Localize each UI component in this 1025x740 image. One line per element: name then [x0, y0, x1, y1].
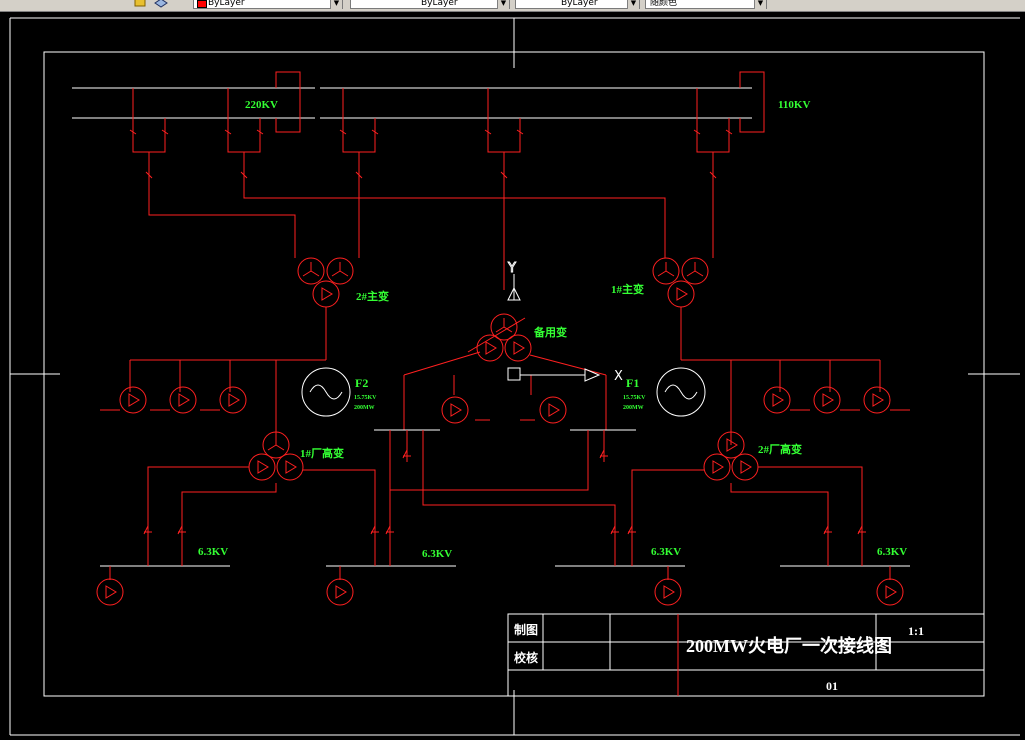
generator-f1[interactable]: [656, 367, 706, 417]
generator-f1-kv: 15.75KV: [623, 395, 646, 401]
bus-6kv-1[interactable]: [96, 548, 230, 606]
generator-bus-right: [681, 359, 910, 445]
linetype-combo[interactable]: ByLayer ▼: [350, 0, 510, 9]
standby-aux-right[interactable]: [539, 396, 567, 424]
layer-state-icon[interactable]: [134, 0, 148, 9]
aux-transformer-2-label: 2#厂高变: [758, 442, 802, 456]
generator-f1-label: F1: [626, 376, 639, 390]
standby-transformer-label: 备用变: [533, 325, 567, 339]
drawing-canvas[interactable]: 220KV 110KV 2#主变 1#主变: [0, 11, 1025, 740]
bus-6kv-2-label: 6.3KV: [422, 548, 452, 560]
generator-f2-kv: 15.75KV: [354, 395, 377, 401]
aux-transformer-1-label: 1#厂高变: [300, 446, 344, 460]
checked-by-label: 校核: [514, 650, 538, 665]
bus-6kv-3[interactable]: [555, 548, 685, 606]
aux-transformer-2[interactable]: [631, 431, 863, 548]
chevron-down-icon: ▼: [330, 0, 342, 9]
main-transformer-1[interactable]: [652, 257, 709, 360]
y-axis-marker: Y: [507, 261, 516, 276]
chevron-down-icon: ▼: [497, 0, 509, 9]
chevron-down-icon: ▼: [754, 0, 766, 9]
x-axis-marker: X: [614, 369, 623, 384]
scale-value: 1:1: [908, 624, 924, 638]
bus-110-label: 110KV: [778, 99, 810, 111]
bus-6kv-4[interactable]: [780, 548, 910, 606]
generator-f1-mw: 200MW: [623, 405, 644, 411]
title-block: [507, 613, 985, 697]
main-transformer-2[interactable]: [297, 257, 354, 360]
standby-transformer[interactable]: [403, 274, 607, 430]
color-swatch-icon: [197, 0, 207, 8]
plotstyle-combo[interactable]: 随颜色 ▼: [645, 0, 767, 9]
lineweight-combo[interactable]: ByLayer ▼: [515, 0, 640, 9]
bus-110kv[interactable]: [320, 87, 752, 119]
layers-icon[interactable]: [154, 0, 168, 9]
transformer-2-label: 2#主变: [356, 289, 389, 303]
bus-220-label: 220KV: [245, 99, 278, 111]
bus-6kv-3-label: 6.3KV: [651, 546, 681, 558]
bus-6kv-2[interactable]: [326, 548, 456, 606]
transformer-1-label: 1#主变: [611, 282, 644, 296]
color-combo[interactable]: ByLayer ▼: [193, 0, 343, 9]
bus-220kv[interactable]: [72, 87, 315, 119]
bus-6kv-1-label: 6.3KV: [198, 546, 228, 558]
feeder-bays: [129, 88, 733, 290]
sheet-number: 01: [826, 679, 838, 693]
generator-f2-mw: 200MW: [354, 405, 375, 411]
generator-bus-left: [100, 359, 326, 445]
generator-f2[interactable]: [301, 367, 351, 417]
bus-6kv-4-label: 6.3KV: [877, 546, 907, 558]
generator-f2-label: F2: [355, 376, 368, 390]
standby-aux-left[interactable]: [441, 396, 469, 424]
drawing-title: 200MW火电厂一次接线图: [686, 635, 892, 656]
chevron-down-icon: ▼: [627, 0, 639, 9]
properties-toolbar: ByLayer ▼ ByLayer ▼ ByLayer ▼ 随颜色 ▼: [0, 0, 1025, 12]
drawn-by-label: 制图: [514, 622, 538, 637]
